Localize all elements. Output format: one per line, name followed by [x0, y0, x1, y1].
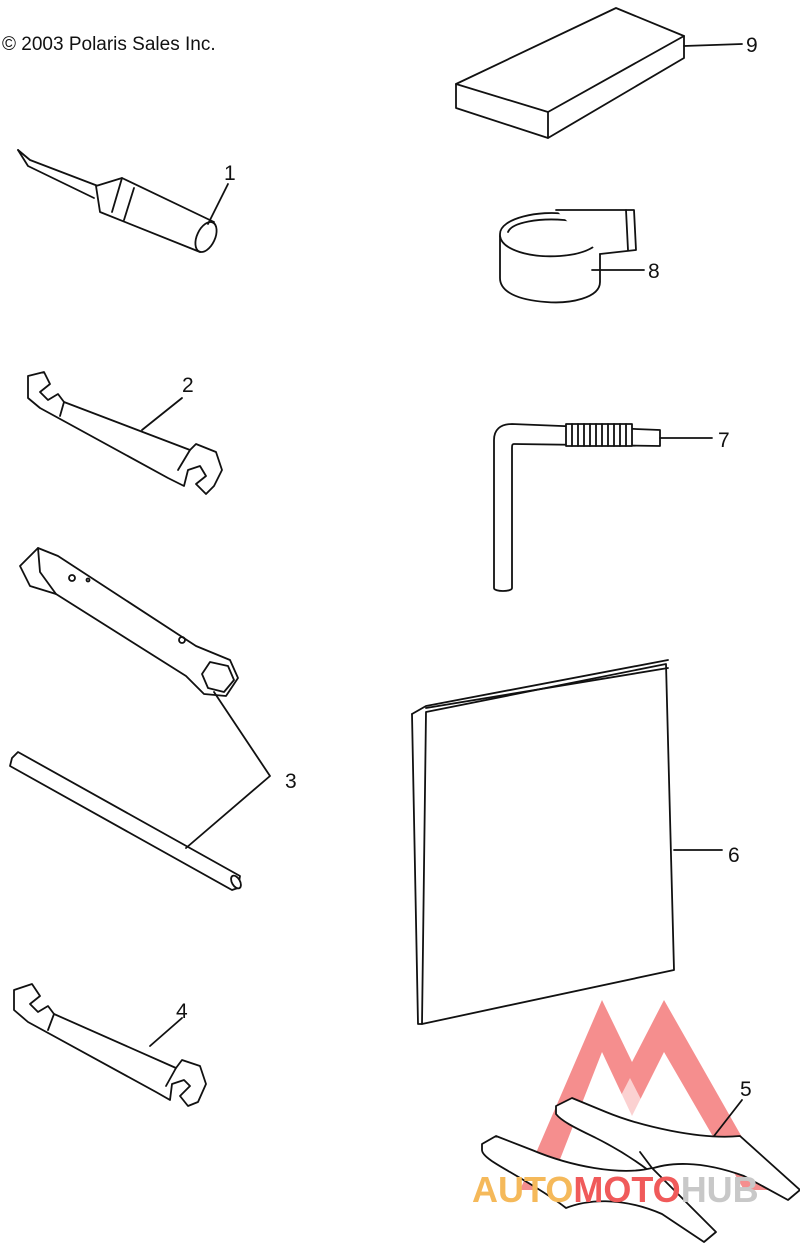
part-2-open-end-wrench[interactable] [27, 371, 223, 495]
callout-7: 7 [718, 429, 730, 452]
watermark-text: AUTOMOTOHUB [472, 1169, 759, 1210]
part-9-block[interactable] [455, 7, 743, 139]
part-5-stands[interactable] [481, 1097, 800, 1243]
part-1-screwdriver[interactable] [17, 149, 229, 255]
callout-4: 4 [176, 1000, 188, 1023]
watermark-text-moto: MOTO [573, 1169, 680, 1210]
callout-2: 2 [182, 374, 194, 397]
callout-1: 1 [224, 162, 236, 185]
callout-3: 3 [285, 770, 297, 793]
callout-8: 8 [648, 260, 660, 283]
leader-3 [185, 691, 271, 849]
part-4-open-end-wrench[interactable] [13, 983, 207, 1107]
part-3-box-wrench[interactable] [19, 547, 239, 697]
watermark-text-auto: AUTO [472, 1169, 573, 1210]
callout-5: 5 [740, 1078, 752, 1101]
part-3-tommy-bar[interactable] [9, 751, 243, 891]
part-8-tape-roll[interactable] [499, 209, 645, 304]
callout-6: 6 [728, 844, 740, 867]
part-6-manual[interactable] [411, 659, 723, 1025]
callout-9: 9 [746, 34, 758, 57]
watermark-text-hub: HUB [681, 1169, 759, 1210]
copyright-notice: © 2003 Polaris Sales Inc. [2, 34, 216, 55]
part-7-allen-wrench[interactable] [493, 423, 713, 592]
